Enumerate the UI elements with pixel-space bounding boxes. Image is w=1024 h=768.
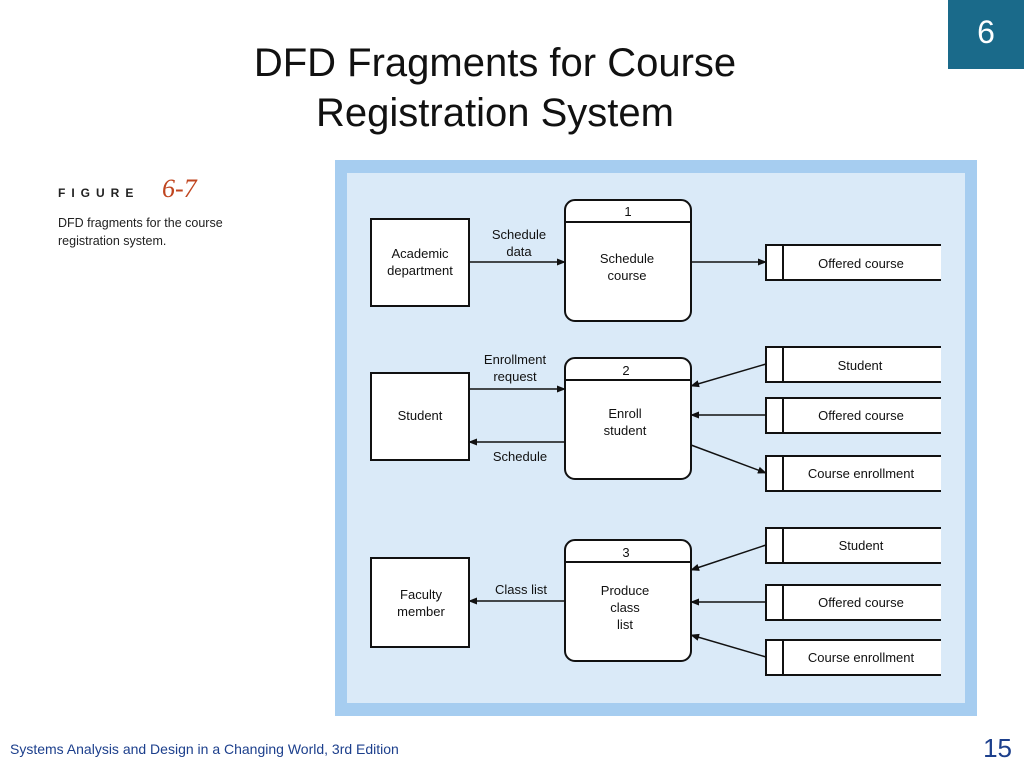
process-label-line: Enroll: [608, 406, 641, 421]
flow-label-line: Schedule: [492, 227, 546, 242]
process-label-line: Produce: [601, 583, 649, 598]
process-label-line: Schedule: [600, 251, 654, 266]
process-label-line: list: [617, 617, 633, 632]
entity-label-line: Student: [398, 408, 443, 423]
figure-number: 6-7: [162, 174, 197, 203]
flow-label-line: data: [506, 244, 532, 259]
dfd-diagram: Academic department 1 Schedule course Sc…: [335, 160, 977, 716]
footer-book-title: Systems Analysis and Design in a Changin…: [10, 741, 399, 757]
data-store-course-enrollment: Course enrollment: [765, 455, 941, 492]
external-entity-student: [370, 372, 470, 461]
entity-label-line: Academic: [391, 246, 449, 261]
data-store-label: Offered course: [818, 595, 904, 610]
flow-arrow-from-course-enrollment-store: [690, 633, 767, 658]
slide-title: DFD Fragments for Course Registration Sy…: [170, 38, 820, 138]
entity-label-line: department: [387, 263, 453, 278]
data-store-label: Student: [838, 358, 883, 373]
data-store-student: Student: [765, 346, 941, 383]
flow-label-line: Class list: [495, 582, 547, 597]
flow-label-line: Enrollment: [484, 352, 547, 367]
flow-arrow-to-course-enrollment: [690, 444, 767, 474]
flow-label-line: request: [493, 369, 537, 384]
process-number: 2: [622, 363, 629, 378]
process-label-line: class: [610, 600, 640, 615]
slide-title-line-2: Registration System: [316, 91, 674, 135]
data-store-offered-course: Offered course: [765, 584, 941, 621]
data-store-offered-course: Offered course: [765, 397, 941, 434]
process-label-line: course: [607, 268, 646, 283]
data-store-label: Course enrollment: [808, 650, 915, 665]
data-store-label: Course enrollment: [808, 466, 915, 481]
flow-arrow-from-student-store: [690, 544, 767, 571]
chapter-badge: 6: [948, 0, 1024, 69]
page-number: 15: [983, 733, 1012, 763]
entity-label-line: member: [397, 604, 445, 619]
figure-label: FIGURE: [58, 186, 140, 200]
data-store-student: Student: [765, 527, 941, 564]
entity-label-line: Faculty: [400, 587, 442, 602]
process-number: 1: [624, 204, 631, 219]
data-store-label: Offered course: [818, 408, 904, 423]
external-entity-academic-department: [370, 218, 470, 307]
data-store-label: Student: [839, 538, 884, 553]
data-store-label: Offered course: [818, 256, 904, 271]
figure-caption: DFD fragments for the course registratio…: [58, 216, 223, 248]
data-store-offered-course: Offered course: [765, 244, 941, 281]
flow-arrow-from-student-store: [690, 363, 767, 388]
data-store-course-enrollment: Course enrollment: [765, 639, 941, 676]
fragment-3: Faculty member 3 Produce class list Clas…: [370, 527, 941, 676]
slide-title-line-1: DFD Fragments for Course: [253, 41, 737, 85]
process-number: 3: [622, 545, 629, 560]
flow-label-line: Schedule: [493, 449, 547, 464]
external-entity-faculty-member: [370, 557, 470, 648]
fragment-1: Academic department 1 Schedule course Sc…: [370, 199, 941, 322]
fragment-2: Student 2 Enroll student Enrollment requ…: [370, 346, 941, 492]
process-label-line: student: [604, 423, 647, 438]
